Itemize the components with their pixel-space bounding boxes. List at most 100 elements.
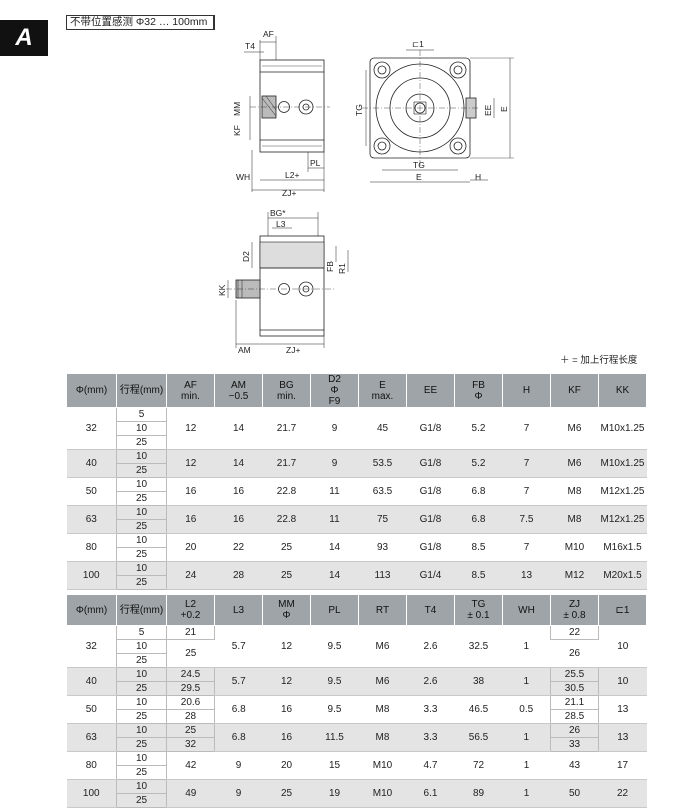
table-cell: M20x1.5 (598, 561, 647, 590)
stroke-cell: 10 (116, 723, 167, 738)
l2-cell: 29.5 (166, 681, 215, 696)
table-cell: 28 (214, 561, 263, 590)
label-tg-bottom: TG (413, 160, 425, 170)
table-cell: M16x1.5 (598, 533, 647, 562)
column-header: L3 (214, 594, 263, 626)
column-header: ⊏1 (598, 594, 647, 626)
table-row: 10 (67, 421, 647, 436)
zj-cell: 21.1 (550, 695, 599, 710)
table-cell: G1/8 (406, 407, 455, 450)
table-row: 25 (67, 463, 647, 478)
sq-cell: 10 (598, 667, 647, 696)
bore-cell: 32 (66, 625, 117, 668)
label-tg-left: TG (354, 104, 364, 116)
zj-cell: 26 (550, 723, 599, 738)
table-cell: 11 (310, 505, 359, 534)
table-cell: 5.7 (214, 625, 263, 668)
l2-cell: 28 (166, 709, 215, 724)
l2-cell: 21 (166, 625, 215, 640)
table-cell: M10x1.25 (598, 407, 647, 450)
table-cell: 3.3 (406, 723, 455, 752)
table-cell: M10 (358, 751, 407, 780)
drawing-caption: 不带位置感测 Φ32 … 100mm (66, 15, 216, 30)
column-header: EE (406, 373, 455, 408)
column-header: WH (502, 594, 551, 626)
table-cell: M12x1.25 (598, 477, 647, 506)
stroke-cell: 5 (116, 407, 167, 422)
table-cell: 25 (262, 779, 311, 808)
stroke-cell: 10 (116, 505, 167, 520)
table-cell: M10 (358, 779, 407, 808)
zj-cell: 43 (550, 751, 599, 780)
table-cell: 15 (310, 751, 359, 780)
side-view (244, 36, 330, 192)
table-cell: 7 (502, 407, 551, 450)
stroke-cell: 25 (116, 709, 167, 724)
stroke-cell: 10 (116, 779, 167, 794)
stroke-cell: 25 (116, 793, 167, 808)
table-cell: 14 (214, 407, 263, 450)
table-cell: 5.2 (454, 407, 503, 450)
column-header: KK (598, 373, 647, 408)
table-cell: 16 (214, 477, 263, 506)
table-cell: M6 (550, 407, 599, 450)
table-cell: 16 (166, 477, 215, 506)
label-t4: T4 (245, 41, 255, 51)
stroke-cell: 25 (116, 463, 167, 478)
table-cell: 4.7 (406, 751, 455, 780)
column-header: PL (310, 594, 359, 626)
table-cell: 22 (214, 533, 263, 562)
table-cell: 63.5 (358, 477, 407, 506)
table-cell: 9.5 (310, 695, 359, 724)
l2-cell: 25 (166, 639, 215, 668)
column-header: H (502, 373, 551, 408)
table-cell: 14 (310, 561, 359, 590)
bore-cell: 100 (66, 779, 117, 808)
table-cell: 45 (358, 407, 407, 450)
table-cell: 13 (502, 561, 551, 590)
table-cell: 6.8 (214, 695, 263, 724)
table-cell: 7 (502, 477, 551, 506)
table-cell: 9.5 (310, 667, 359, 696)
stroke-cell: 10 (116, 695, 167, 710)
column-header: RT (358, 594, 407, 626)
column-header: T4 (406, 594, 455, 626)
column-header: Φ(mm) (66, 594, 117, 626)
l2-cell: 24.5 (166, 667, 215, 682)
label-h: H (475, 172, 481, 182)
table-cell: 72 (454, 751, 503, 780)
zj-cell: 22 (550, 625, 599, 640)
column-header: 行程(mm) (116, 373, 167, 408)
table-cell: 24 (166, 561, 215, 590)
label-wh: WH (236, 172, 250, 182)
table-cell: 1 (502, 779, 551, 808)
label-kk: KK (217, 284, 227, 296)
table-cell: 12 (166, 449, 215, 478)
label-am: AM (238, 345, 251, 355)
table-cell: G1/8 (406, 505, 455, 534)
table-cell: G1/4 (406, 561, 455, 590)
label-bg: BG* (270, 208, 286, 218)
sq-cell: 17 (598, 751, 647, 780)
table-cell: 6.8 (454, 477, 503, 506)
table-cell: G1/8 (406, 533, 455, 562)
table-cell: 1 (502, 723, 551, 752)
table-cell: 9.5 (310, 625, 359, 668)
table-row: 25 (67, 547, 647, 562)
table-row: 25 (67, 575, 647, 590)
table-cell: 20 (262, 751, 311, 780)
table-cell: 25 (262, 533, 311, 562)
table-cell: 75 (358, 505, 407, 534)
table-cell: M8 (358, 695, 407, 724)
table-cell: 2.6 (406, 667, 455, 696)
sq-cell: 13 (598, 695, 647, 724)
